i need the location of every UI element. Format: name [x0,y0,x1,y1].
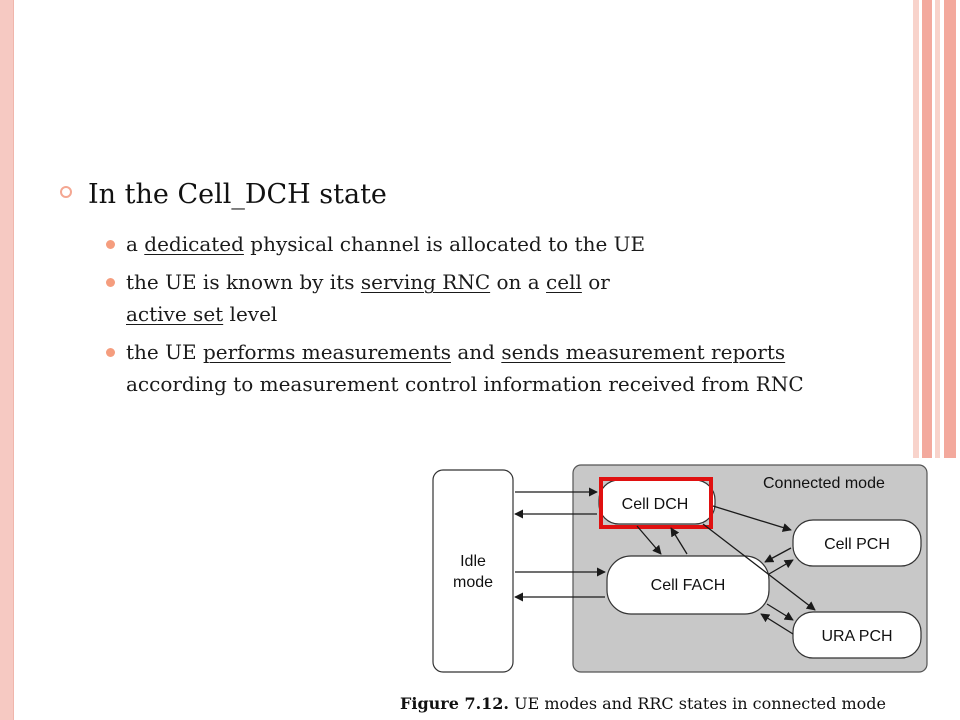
slide-heading: In the Cell_DCH state [88,179,387,210]
dot-bullet-icon [106,348,115,357]
underlined-term: cell [546,270,582,294]
left-decorative-border [0,0,14,720]
cell-pch-state [792,519,922,567]
main-bullet: In the Cell_DCH state [60,176,820,214]
sub-bullet-text: a dedicated physical channel is allocate… [126,232,645,256]
underlined-term: serving RNC [360,270,491,294]
idle-mode-box [432,469,514,673]
stripe [913,0,919,458]
sub-bullet-text: the UE is known by its serving RNC on a … [126,270,610,326]
figure-number: Figure 7.12. [400,694,509,713]
text-run: the UE [126,340,203,364]
text-run: level [223,302,278,326]
cell-pch-label: Cell PCH [824,536,890,553]
sub-bullet-1: a dedicated physical channel is allocate… [60,228,820,260]
text-run: physical channel is allocated to the UE [243,232,646,256]
stripe [922,0,932,458]
underlined-term: sends measurement reports [501,340,786,364]
idle-mode-label-line1: Idle [460,553,486,570]
cell-dch-label: Cell DCH [622,496,689,513]
arrow-dch-to-urapch [702,523,816,611]
text-run: the UE is known by its [126,270,361,294]
underlined-term: active set [126,302,224,326]
ring-bullet-icon [60,186,72,198]
connected-mode-label: Connected mode [763,475,885,492]
dot-bullet-icon [106,278,115,287]
ura-pch-label: URA PCH [821,628,892,645]
right-decorative-stripes [913,0,960,458]
underlined-term: performs measurements [202,340,451,364]
text-run: and [450,340,502,364]
ura-pch-state [792,611,922,659]
rrc-state-diagram: Connected mode Idle mode Cell DCH Cell F… [432,464,928,673]
cell-fach-label: Cell FACH [651,577,726,594]
arrow-dch-to-fach [636,525,662,555]
underlined-term: dedicated [144,232,244,256]
text-run: or [581,270,610,294]
stripe [944,0,956,458]
arrow-fach-to-urapch [766,603,794,621]
text-run: according to measurement control informa… [126,372,804,396]
arrow-dch-to-cellpch [712,505,792,532]
text-run: a [126,232,145,256]
sub-bullet-3: the UE performs measurements and sends m… [60,336,820,400]
figure-caption: Figure 7.12. UE modes and RRC states in … [400,694,886,713]
arrow-fach-to-cellpch [768,559,794,575]
idle-mode-label-line2: mode [453,574,493,591]
stripe [935,0,940,458]
sub-bullet-2: the UE is known by its serving RNC on a … [60,266,820,330]
cell-fach-state [606,555,770,615]
highlight-box [599,477,713,529]
arrow-urapch-to-fach [760,613,794,635]
arrow-cellpch-to-fach [764,547,792,563]
arrow-fach-to-dch [670,527,688,555]
text-run: on a [490,270,547,294]
slide-content: In the Cell_DCH state a dedicated physic… [60,176,820,400]
sub-bullet-text: the UE performs measurements and sends m… [126,340,804,396]
dot-bullet-icon [106,240,115,249]
caption-text: UE modes and RRC states in connected mod… [514,694,886,713]
